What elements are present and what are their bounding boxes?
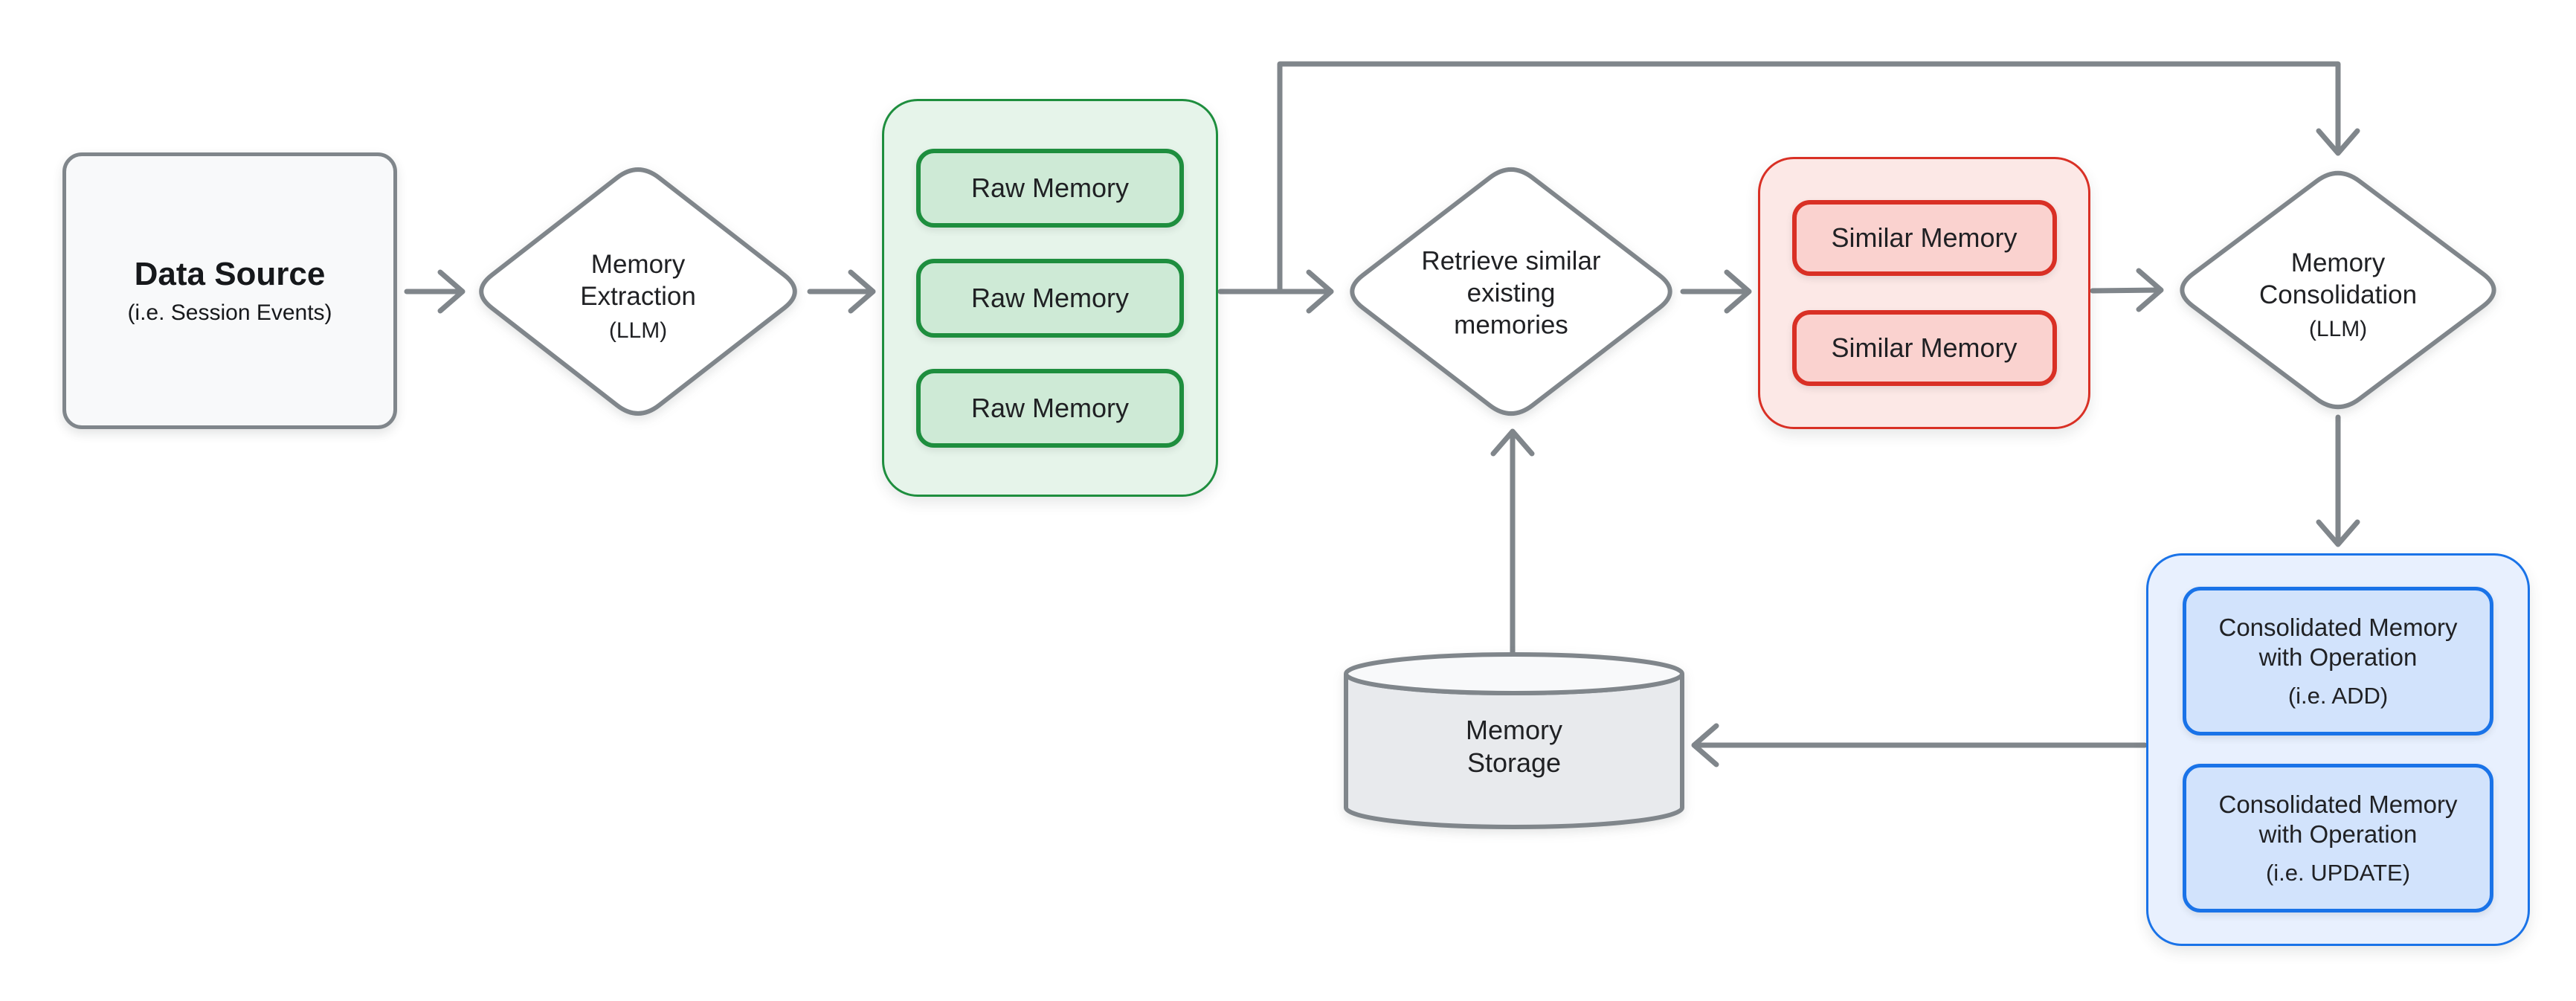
memory-storage-label: Memory Storage [1466, 714, 1562, 779]
retrieve-similar-label: Retrieve similar existing memories [1421, 245, 1600, 341]
consolidated-memory-item: Consolidated Memory with Operation (i.e.… [2183, 764, 2493, 913]
similar-memory-label: Similar Memory [1831, 332, 2018, 363]
consolidated-memory-line: Consolidated Memory [2218, 614, 2458, 641]
memory-storage-cylinder [1344, 652, 1684, 829]
consolidated-memory-item: Consolidated Memory with Operation (i.e.… [2183, 587, 2493, 736]
arrow-consolidated-to-storage [1691, 723, 2148, 767]
raw-memory-label: Raw Memory [970, 282, 1130, 313]
retrieve-similar-line: existing [1466, 278, 1556, 308]
consolidated-memory-operation: (i.e. ADD) [2287, 683, 2389, 709]
retrieve-similar-line: Retrieve similar [1421, 246, 1601, 276]
consolidated-memory-operation: (i.e. UPDATE) [2265, 860, 2411, 886]
memory-consolidation-subtitle: (LLM) [2308, 317, 2368, 341]
memory-extraction-diamond [479, 167, 797, 416]
consolidated-memory-line: Consolidated Memory [2218, 791, 2458, 818]
memory-extraction-line: Extraction [580, 282, 696, 311]
memory-storage-line: Memory [1465, 715, 1563, 745]
raw-memory-label: Raw Memory [970, 392, 1130, 423]
arrow-retrieve-to-similar [1680, 269, 1752, 314]
arrow-datasource-to-extraction [404, 269, 466, 314]
similar-memory-item: Similar Memory [1791, 310, 2057, 386]
memory-extraction-label: Memory Extraction (LLM) [580, 248, 696, 344]
similar-memory-item: Similar Memory [1791, 200, 2057, 276]
arrow-storage-to-retrieve [1490, 428, 1535, 657]
cylinder-top [1344, 652, 1684, 695]
arrow-extraction-to-rawmemory [807, 269, 876, 314]
arrow-rawmemory-to-retrieve [1217, 269, 1334, 314]
memory-consolidation-label: Memory Consolidation (LLM) [2259, 247, 2417, 342]
data-source-title: Data Source [134, 256, 326, 292]
data-source-node: Data Source (i.e. Session Events) [62, 152, 397, 429]
memory-extraction-line: Memory [590, 250, 686, 279]
memory-consolidation-diamond [2180, 170, 2496, 410]
consolidated-memory-line: with Operation [2258, 643, 2418, 671]
raw-memory-item: Raw Memory [916, 368, 1184, 448]
similar-memory-container: Similar Memory Similar Memory [1758, 157, 2090, 429]
retrieve-similar-diamond [1350, 167, 1672, 416]
memory-storage-line: Storage [1466, 747, 1562, 778]
similar-memory-label: Similar Memory [1831, 222, 2018, 253]
raw-memory-container: Raw Memory Raw Memory Raw Memory [882, 99, 1218, 497]
consolidated-memory-line: with Operation [2258, 820, 2418, 848]
raw-memory-item: Raw Memory [916, 258, 1184, 338]
consolidated-memory-container: Consolidated Memory with Operation (i.e.… [2146, 553, 2530, 946]
arrow-similar-to-consolidation [2090, 268, 2164, 312]
data-source-subtitle: (i.e. Session Events) [127, 300, 332, 325]
memory-consolidation-line: Memory [2290, 248, 2386, 277]
raw-memory-label: Raw Memory [970, 172, 1130, 203]
memory-consolidation-line: Consolidation [2258, 280, 2418, 309]
raw-memory-item: Raw Memory [916, 148, 1184, 228]
arrow-consolidation-to-consolidated [2316, 414, 2360, 547]
memory-extraction-subtitle: (LLM) [608, 318, 668, 343]
arrow-feedback-top-to-consolidation [1277, 61, 2360, 294]
retrieve-similar-line: memories [1454, 310, 1568, 340]
